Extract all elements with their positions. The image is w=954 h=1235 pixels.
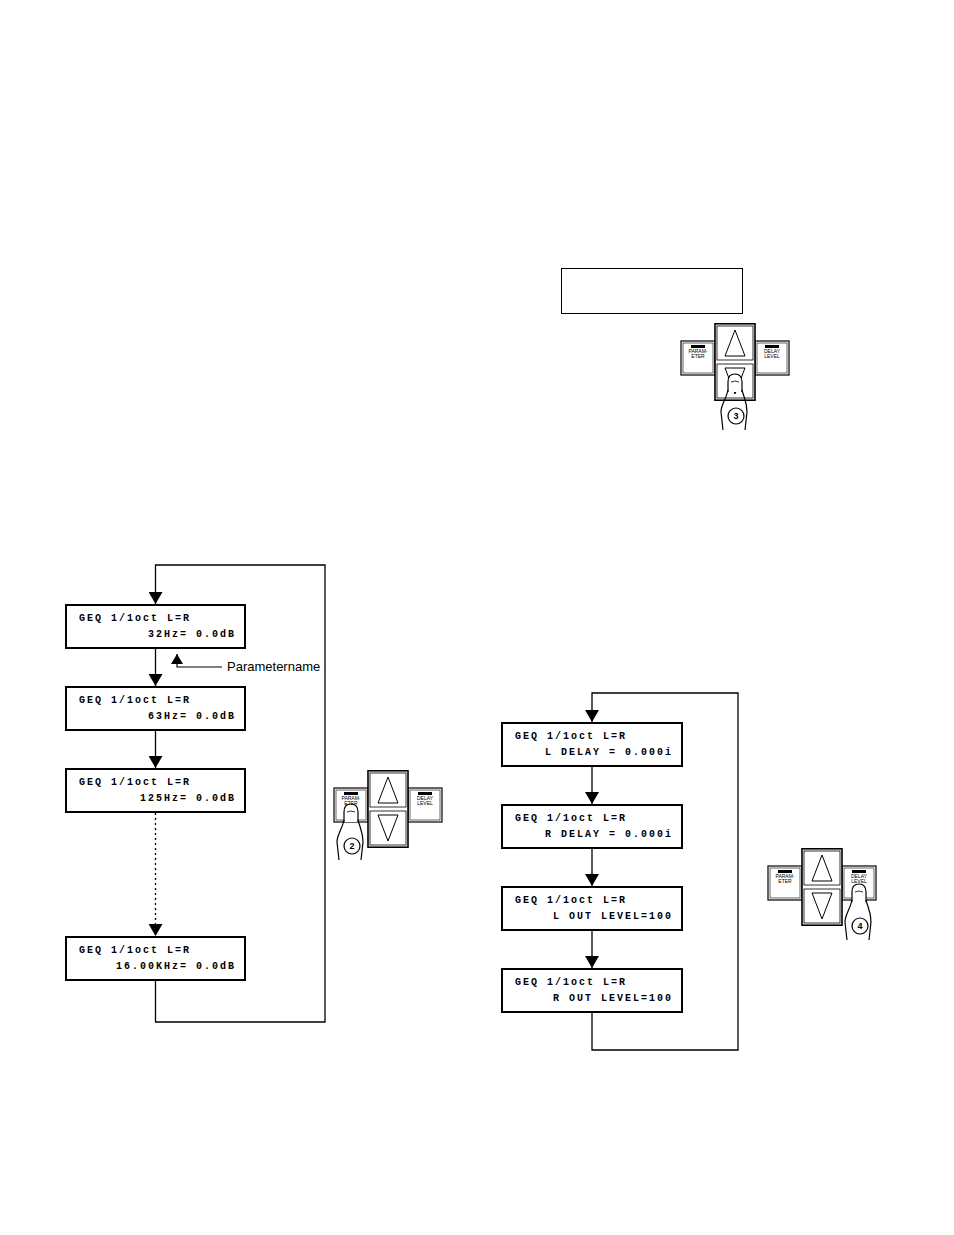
flow-arrow xyxy=(155,649,156,686)
flow-arrow xyxy=(591,849,592,886)
display-mode-text: GEQ 1/1oct L=R xyxy=(79,611,236,627)
display-parameter-text: L OUT LEVEL=100 xyxy=(515,909,673,925)
lcd-display: GEQ 1/1oct L=R32Hz= 0.0dB xyxy=(65,604,246,649)
finger xyxy=(845,884,871,940)
callout-number: 3 xyxy=(730,411,742,421)
callout-number: 4 xyxy=(854,921,866,931)
button-label: DELAY LEVEL xyxy=(411,796,439,806)
callout-number: 2 xyxy=(346,841,358,851)
button-label: PARAM- ETER xyxy=(684,349,712,359)
flow-arrow xyxy=(591,931,592,968)
display-mode-text: GEQ 1/1oct L=R xyxy=(515,729,673,745)
button-label: DELAY LEVEL xyxy=(845,874,873,884)
display-parameter-text: 63Hz= 0.0dB xyxy=(79,709,236,725)
parameter-label: Parametername xyxy=(227,659,320,674)
lcd-display: GEQ 1/1oct L=R125Hz= 0.0dB xyxy=(65,768,246,813)
flow-arrow xyxy=(155,731,156,768)
lcd-display: GEQ 1/1oct L=RL OUT LEVEL=100 xyxy=(501,886,683,931)
display-parameter-text: R OUT LEVEL=100 xyxy=(515,991,673,1007)
display-mode-text: GEQ 1/1oct L=R xyxy=(515,975,673,991)
lcd-display: GEQ 1/1oct L=RL DELAY = 0.000i xyxy=(501,722,683,767)
lcd-display: GEQ 1/1oct L=RR OUT LEVEL=100 xyxy=(501,968,683,1013)
display-mode-text: GEQ 1/1oct L=R xyxy=(79,693,236,709)
leader-line xyxy=(177,654,222,667)
button-label: DELAY LEVEL xyxy=(758,349,786,359)
finger xyxy=(721,374,747,430)
button-label: PARAM- ETER xyxy=(771,874,799,884)
display-parameter-text: R DELAY = 0.000i xyxy=(515,827,673,843)
lcd-display: GEQ 1/1oct L=R16.00KHz= 0.0dB xyxy=(65,936,246,981)
display-mode-text: GEQ 1/1oct L=R xyxy=(79,943,236,959)
lcd-display: GEQ 1/1oct L=RR DELAY = 0.000i xyxy=(501,804,683,849)
flow-arrow xyxy=(591,767,592,804)
display-mode-text: GEQ 1/1oct L=R xyxy=(515,811,673,827)
display-parameter-text: 125Hz= 0.0dB xyxy=(79,791,236,807)
lcd-display: GEQ 1/1oct L=R63Hz= 0.0dB xyxy=(65,686,246,731)
display-parameter-text: 32Hz= 0.0dB xyxy=(79,627,236,643)
display-parameter-text: L DELAY = 0.000i xyxy=(515,745,673,761)
display-parameter-text: 16.00KHz= 0.0dB xyxy=(79,959,236,975)
finger xyxy=(337,804,363,860)
display-mode-text: GEQ 1/1oct L=R xyxy=(515,893,673,909)
flow-arrow xyxy=(155,813,156,936)
display-mode-text: GEQ 1/1oct L=R xyxy=(79,775,236,791)
button-label: PARAM- ETER xyxy=(337,796,365,806)
